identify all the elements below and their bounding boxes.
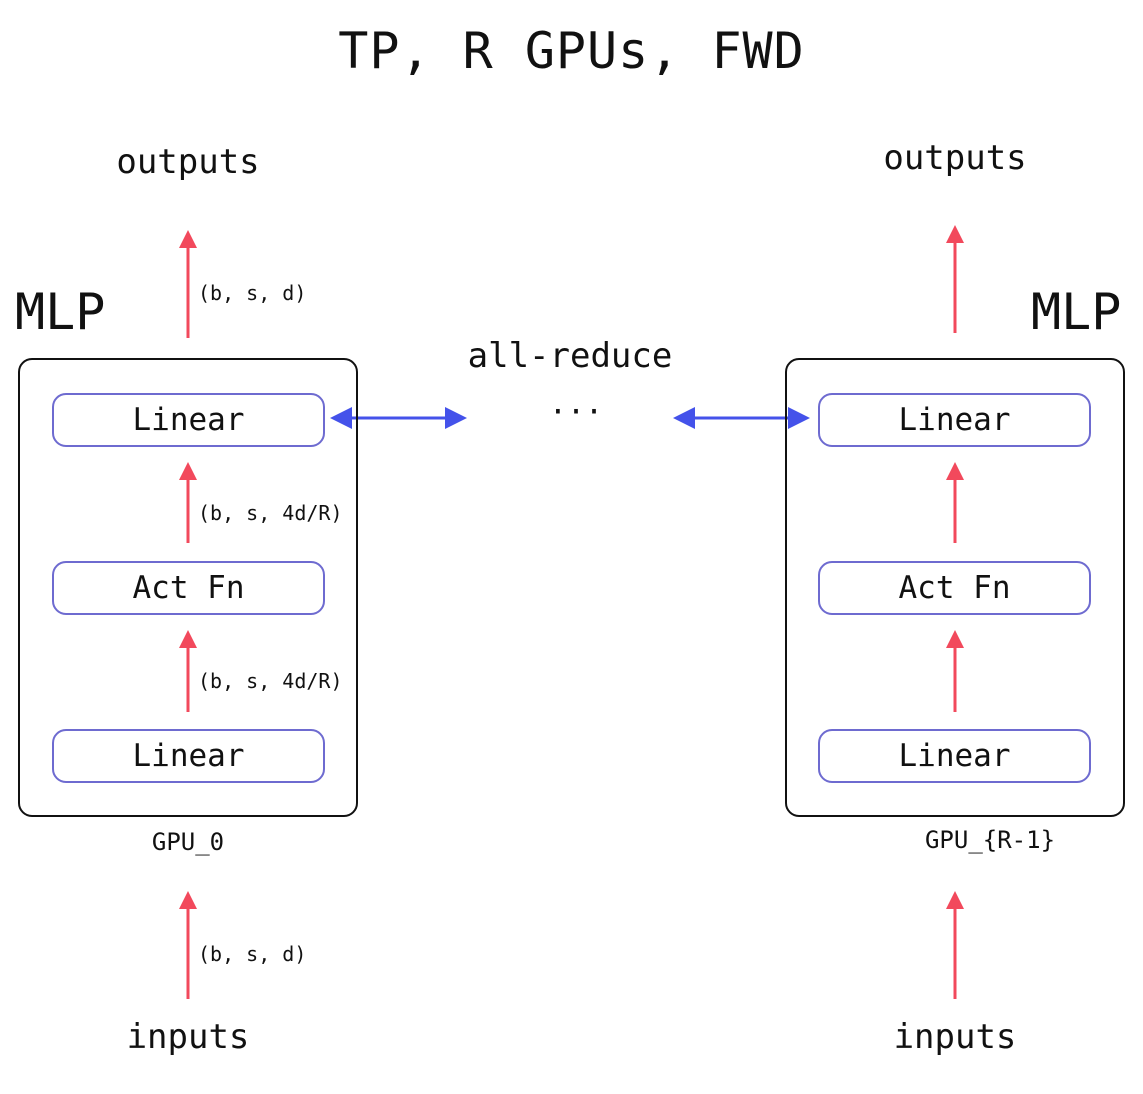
inputs-label-gpu-0: inputs [126,1017,250,1057]
arrow-left-linear-to-act [179,630,197,712]
arrow-right-input [946,891,964,999]
shape-label-linear-to-act-gpu-0: (b, s, 4d/R) [198,669,343,693]
shape-label-input-gpu-0: (b, s, d) [198,942,307,966]
outputs-label-gpu-last: outputs [883,138,1027,178]
act-fn-layer-gpu-0: Act Fn [52,561,325,615]
forward-arrows-gpu-last [946,225,964,999]
arrow-left-act-to-linear [179,462,197,543]
outputs-label-gpu-0: outputs [116,142,260,182]
comm-arrow-left [330,407,467,429]
diagram-title: TP, R GPUs, FWD [338,22,805,80]
shape-label-act-to-linear-gpu-0: (b, s, 4d/R) [198,501,343,525]
arrow-left-input [179,891,197,999]
act-fn-layer-gpu-last: Act Fn [818,561,1091,615]
arrow-right-linear-to-act [946,630,964,712]
mlp-label-gpu-0: MLP [15,283,106,341]
gpu-label-last: GPU_{R-1} [924,826,1056,854]
all-reduce-label: all-reduce [467,336,673,376]
all-reduce-arrows [330,407,810,429]
linear-layer-bottom-gpu-last: Linear [818,729,1091,783]
comm-arrow-right [673,407,810,429]
linear-layer-top-gpu-last: Linear [818,393,1091,447]
arrow-right-act-to-linear [946,462,964,543]
mlp-label-gpu-last: MLP [1031,283,1122,341]
linear-layer-top-gpu-0: Linear [52,393,325,447]
ellipsis: ··· [548,395,604,430]
linear-layer-bottom-gpu-0: Linear [52,729,325,783]
arrow-left-output [179,230,197,338]
mlp-block-gpu-0 [18,358,358,817]
mlp-block-gpu-last [785,358,1125,817]
shape-label-output-gpu-0: (b, s, d) [198,281,307,305]
inputs-label-gpu-last: inputs [893,1017,1017,1057]
arrow-right-output [946,225,964,333]
gpu-label-0: GPU_0 [151,828,225,856]
forward-arrows-gpu-0 [179,230,197,999]
